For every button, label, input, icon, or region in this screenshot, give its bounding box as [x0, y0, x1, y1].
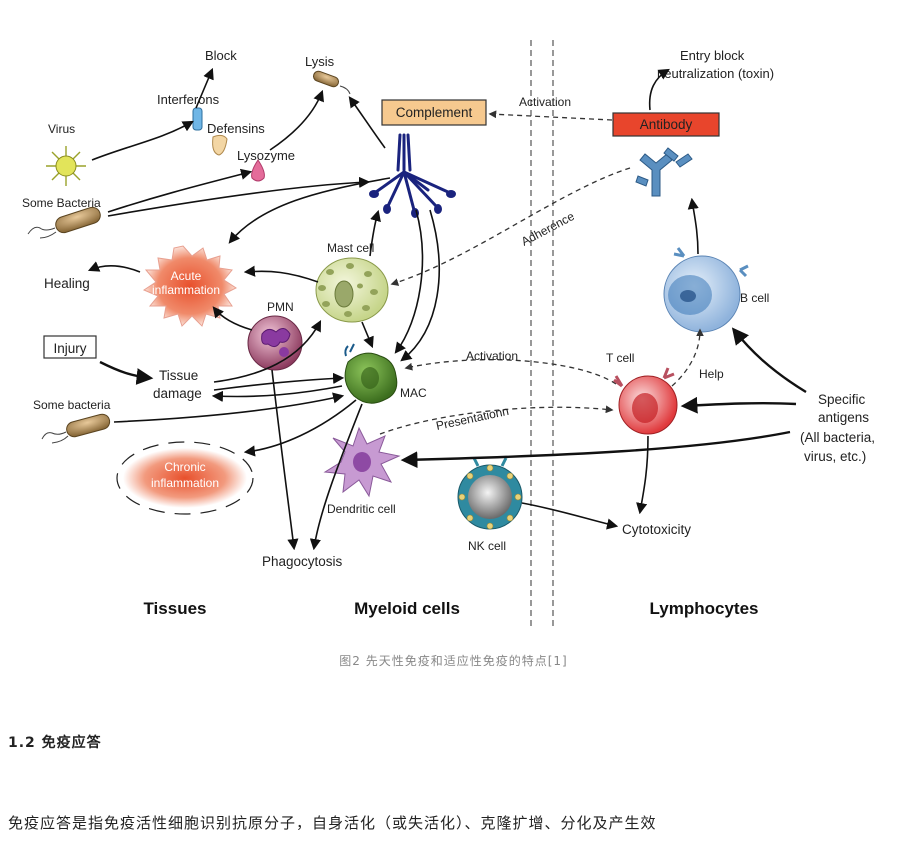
label-antibody: Antibody [640, 117, 693, 132]
complement-box [381, 99, 487, 126]
virus-icon [46, 146, 86, 186]
label-tissue-1: Tissue [159, 368, 198, 383]
label-tissue-2: damage [153, 386, 202, 401]
t-cell-icon [613, 367, 678, 435]
label-chronic-1: Chronic [164, 460, 205, 474]
label-phagocytosis: Phagocytosis [262, 554, 343, 569]
label-adherence: Adherence [519, 209, 577, 249]
label-defensins: Defensins [207, 121, 265, 136]
bacterium-top-icon [27, 206, 101, 239]
immune-response-diagram: Block Interferons Defensins Lysozyme Lys… [22, 40, 875, 628]
mast-cell-icon [315, 257, 389, 323]
antibody-molecule-icon [635, 147, 693, 197]
interferon-tube-icon [192, 107, 203, 131]
b-cell-icon [663, 247, 749, 333]
label-acute-2: inflammation [152, 283, 220, 297]
label-interferons: Interferons [157, 92, 220, 107]
label-cytotoxicity: Cytotoxicity [622, 522, 691, 537]
section-lymphocytes: Lymphocytes [650, 599, 759, 618]
lysis-bacterium-icon [312, 70, 351, 95]
pmn-cell-icon [247, 315, 303, 371]
label-complement: Complement [396, 105, 473, 120]
figure-caption: 图2 先天性免疫和适应性免疫的特点[1] [339, 654, 568, 668]
label-acute-1: Acute [171, 269, 202, 283]
label-specific-3: (All bacteria, [800, 430, 875, 445]
label-mac: MAC [400, 386, 427, 400]
label-t-cell: T cell [606, 351, 634, 365]
label-virus: Virus [48, 122, 75, 136]
label-pmn: PMN [267, 300, 294, 314]
label-nk-cell: NK cell [468, 539, 506, 553]
label-some-bacteria-bottom: Some bacteria [33, 398, 111, 412]
bacterium-bottom-icon [41, 413, 111, 444]
complement-heads-icon [369, 190, 456, 218]
label-chronic-2: inflammation [151, 476, 219, 490]
label-lysozyme: Lysozyme [237, 148, 295, 163]
label-specific-2: antigens [818, 410, 869, 425]
section-tissues: Tissues [143, 599, 206, 618]
label-dendritic: Dendritic cell [327, 502, 396, 516]
label-block: Block [205, 48, 237, 63]
label-specific-4: virus, etc.) [804, 449, 866, 464]
chronic-inflammation-shape [116, 441, 254, 515]
macrophage-icon [344, 343, 398, 404]
body-paragraph: 免疫应答是指免疫活性细胞识别抗原分子，自身活化（或失活化）、克隆扩增、分化及产生… [8, 814, 657, 832]
label-entry-block-1: Entry block [680, 48, 745, 63]
label-healing: Healing [44, 276, 90, 291]
section-myeloid: Myeloid cells [354, 599, 460, 618]
label-help: Help [699, 367, 724, 381]
label-specific-1: Specific [818, 392, 866, 407]
label-injury: Injury [53, 341, 86, 356]
lysozyme-drop-icon [251, 159, 265, 182]
label-activation-top: Activation [519, 95, 571, 109]
section-heading: 1.2 免疫应答 [8, 735, 102, 751]
defensin-icon [212, 134, 228, 156]
label-entry-block-2: neutralization (toxin) [657, 66, 774, 81]
label-presentation: Presentationn [435, 404, 510, 433]
complement-molecule-icon [374, 133, 450, 212]
dendritic-cell-icon [323, 426, 401, 498]
antibody-box [612, 112, 720, 137]
acute-inflammation-shape [142, 245, 237, 327]
label-activation-mid: Activation [466, 349, 518, 363]
label-lysis: Lysis [305, 54, 335, 69]
label-some-bacteria-top: Some Bacteria [22, 196, 101, 210]
injury-box [43, 335, 97, 359]
label-b-cell: B cell [740, 291, 769, 305]
label-mast-cell: Mast cell [327, 241, 374, 255]
nk-cell-icon [457, 457, 523, 530]
